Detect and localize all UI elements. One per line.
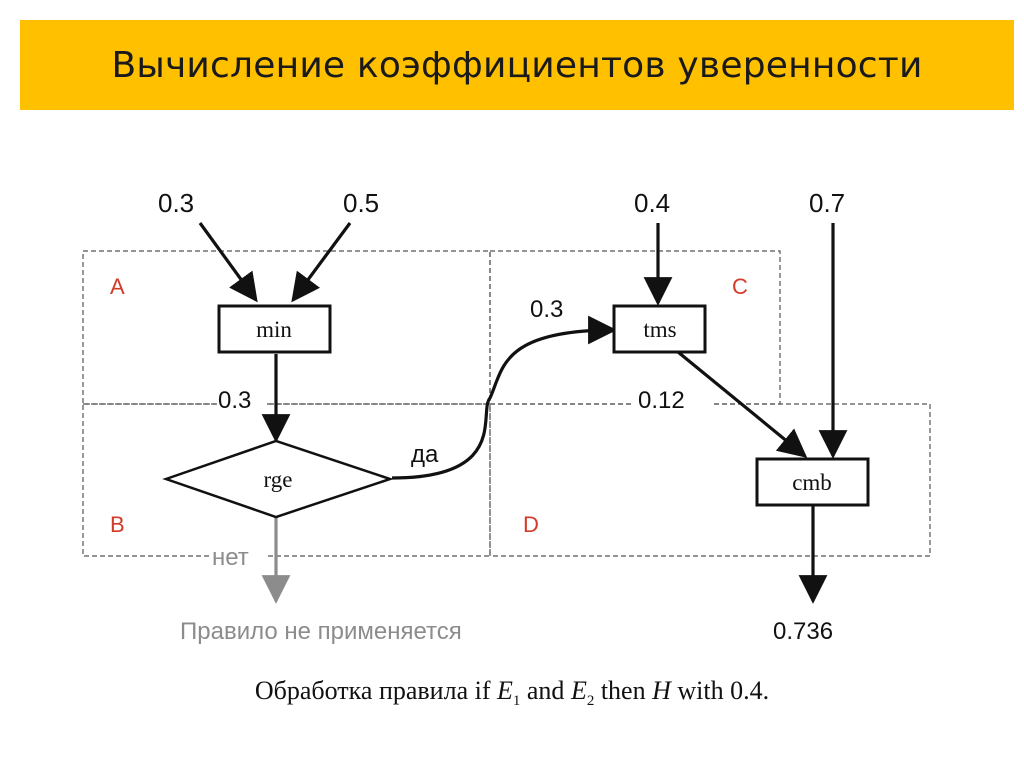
region-label-d: D xyxy=(523,512,539,537)
edge-label-tms-in: 0.3 xyxy=(530,296,563,323)
title-bar: Вычисление коэффициентов уверенности xyxy=(20,20,1014,110)
node-cmb: cmb xyxy=(755,457,870,507)
node-tms-label: tms xyxy=(643,317,676,342)
arrow-e1-to-min xyxy=(198,222,258,303)
region-label-a: A xyxy=(110,274,125,299)
region-label-c: C xyxy=(732,274,748,299)
caption-then: then xyxy=(600,676,646,705)
caption-h: H xyxy=(652,676,671,705)
input-tms-value: 0.4 xyxy=(634,188,670,218)
edge-label-tms-out: 0.12 xyxy=(638,387,685,414)
arrow-e2-to-min xyxy=(291,222,352,303)
caption-e2-sub: 2 xyxy=(586,693,595,710)
caption-prefix: Обработка правила if xyxy=(254,676,491,705)
input-e2-value: 0.5 xyxy=(343,188,379,218)
edge-label-yes: да xyxy=(411,441,439,468)
slide-title: Вычисление коэффициентов уверенности xyxy=(111,44,923,86)
input-e1-value: 0.3 xyxy=(158,188,194,218)
node-min-label: min xyxy=(256,317,292,342)
edge-label-min-out: 0.3 xyxy=(218,387,251,414)
region-label-b: B xyxy=(110,512,125,537)
region-labels: A B C D xyxy=(110,274,748,537)
caption-with: with 0.4. xyxy=(677,676,770,705)
caption-e2: E xyxy=(570,676,587,705)
caption-e1: E xyxy=(497,676,513,705)
node-min: min xyxy=(217,304,332,354)
node-tms: tms xyxy=(612,304,707,354)
caption-and: and xyxy=(526,676,565,705)
output-result: 0.736 xyxy=(773,618,833,645)
caption-e1-sub: 1 xyxy=(512,693,521,710)
input-cmb-value: 0.7 xyxy=(809,188,845,218)
arrow-rge-yes-to-tms xyxy=(391,315,617,480)
node-rge-label: rge xyxy=(264,467,293,492)
node-cmb-label: cmb xyxy=(792,470,832,495)
output-not-applied: Правило не применяется xyxy=(180,618,462,645)
edge-label-no: нет xyxy=(212,544,249,571)
node-rge: rge xyxy=(162,439,394,519)
figure-caption: Обработка правила if E1 and E2 then H wi… xyxy=(0,676,1024,710)
arrow-tms-to-cmb xyxy=(676,350,808,458)
